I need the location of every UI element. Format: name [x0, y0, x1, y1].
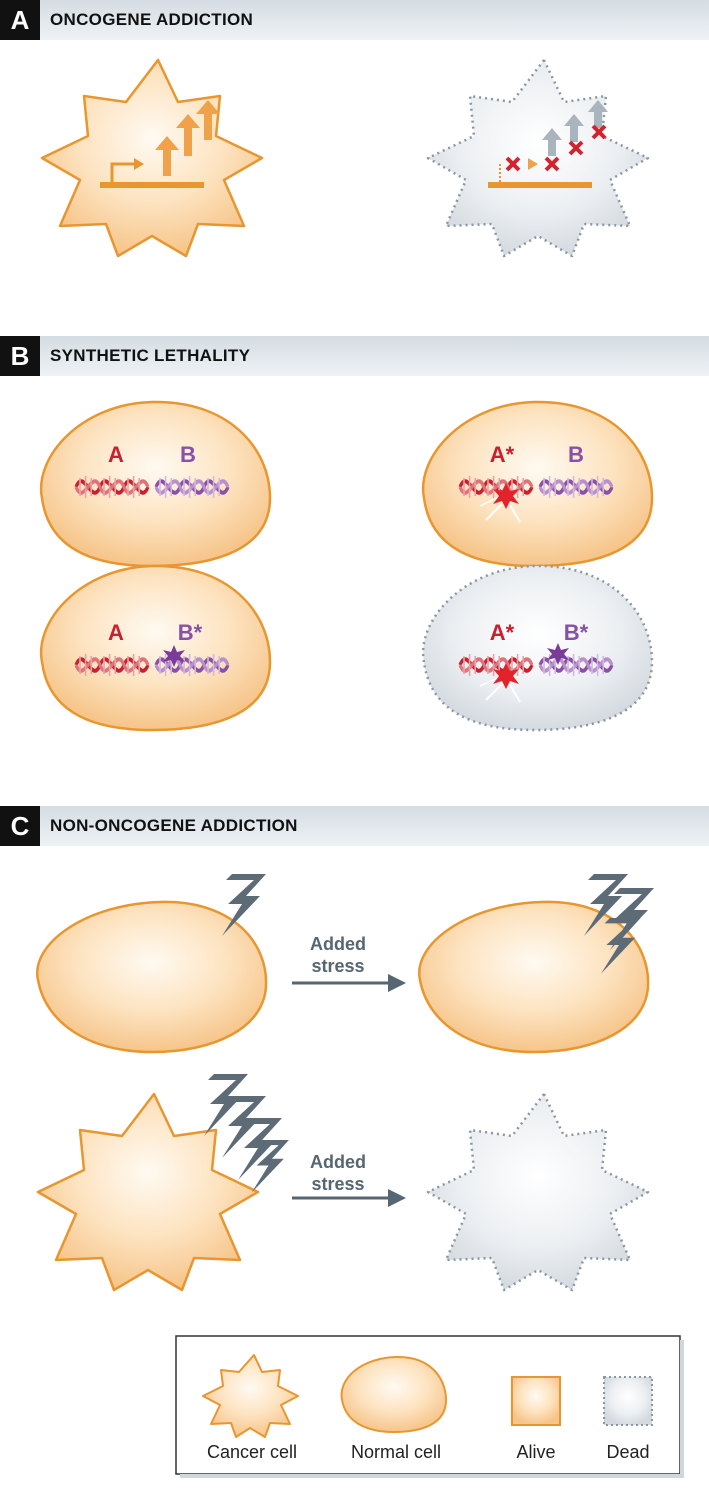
legend-dead-label: Dead [606, 1442, 649, 1462]
cancer-cell-dead [426, 58, 650, 258]
panel-a-letter: A [0, 0, 40, 40]
gene-a-label: A [108, 442, 124, 467]
lightning-bolt-icon [222, 874, 266, 936]
panel-c-header: C NON-ONCOGENE ADDICTION [0, 806, 709, 846]
panel-b-letter: B [0, 336, 40, 376]
legend-alive-label: Alive [516, 1442, 555, 1462]
added-stress-line1: Added [310, 934, 366, 954]
gene-a-mutant-label: A* [490, 620, 515, 645]
panel-c-letter: C [0, 806, 40, 846]
legend-normal-cell-label: Normal cell [351, 1442, 441, 1462]
gene-b-mutant-label: B* [178, 620, 203, 645]
normal-cell-stressed [36, 900, 268, 1054]
panel-b-header: B SYNTHETIC LETHALITY [0, 336, 709, 376]
legend-alive-swatch [511, 1376, 561, 1426]
gene-b-label: B [180, 442, 196, 467]
gene-a-label: A [108, 620, 124, 645]
upregulated-transcription-arrows [155, 100, 220, 176]
legend-cancer-cell-label: Cancer cell [207, 1442, 297, 1462]
gene-a-mutant-label: A* [490, 442, 515, 467]
cancer-cell-alive [40, 58, 264, 258]
panel-a-title: ONCOGENE ADDICTION [50, 10, 254, 29]
lightning-bolt-icon [204, 1074, 248, 1136]
panel-b-title: SYNTHETIC LETHALITY [50, 346, 251, 365]
added-stress-arrow-1: Added stress [292, 934, 406, 992]
silenced-gene-promoter [488, 158, 592, 188]
sl-cell-a-mutant [421, 400, 654, 568]
panel-a-header: A ONCOGENE ADDICTION [0, 0, 709, 40]
sl-cell-double-mutant-dead [421, 564, 654, 732]
legend-cancer-cell-icon [202, 1354, 299, 1438]
sl-cell-b-mutant [39, 564, 272, 732]
cancer-cell-dead [426, 1092, 650, 1292]
legend-dead-swatch [603, 1376, 653, 1426]
active-gene-promoter [100, 158, 204, 188]
gene-b-mutant-label: B* [564, 620, 589, 645]
gene-b-label: B [568, 442, 584, 467]
normal-cell-more-stressed [418, 900, 650, 1054]
added-stress-arrow-2: Added stress [292, 1152, 406, 1207]
panel-c-title: NON-ONCOGENE ADDICTION [50, 816, 298, 835]
cancer-cell-stressed [36, 1092, 260, 1292]
blocked-transcription-marks [505, 100, 608, 172]
legend-normal-cell-icon [340, 1355, 448, 1434]
added-stress-line2: stress [311, 956, 364, 976]
added-stress-line1: Added [310, 1152, 366, 1172]
added-stress-line2: stress [311, 1174, 364, 1194]
legend: Cancer cell Normal cell Alive Dead [175, 1335, 684, 1478]
